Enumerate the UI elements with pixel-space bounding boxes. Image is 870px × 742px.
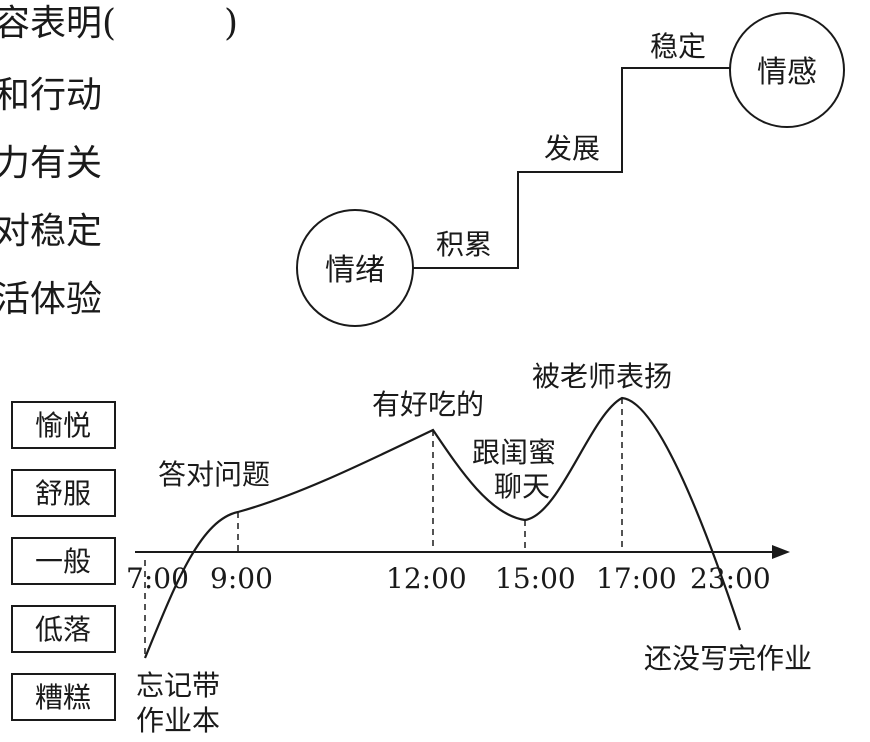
question-line-1: 容表明( ) bbox=[0, 3, 239, 44]
feeling-node-circle bbox=[729, 12, 845, 128]
emotion-node-label: 情绪 bbox=[325, 253, 385, 288]
mood-level-scale: 愉悦 舒服 一般 低落 糟糕 bbox=[11, 401, 116, 721]
time-label-17-00: 17:00 bbox=[596, 562, 677, 595]
event-teacher-praise: 被老师表扬 bbox=[532, 360, 672, 393]
question-line-2: 和行动 bbox=[0, 75, 103, 116]
step-stabilize: 稳定 bbox=[650, 30, 706, 63]
question-line-4: 对稳定 bbox=[0, 211, 103, 252]
event-chat-line-1: 跟闺蜜 bbox=[472, 436, 556, 469]
mood-timeline: 7:00 9:00 12:00 15:00 17:00 23:00 忘记带 作业… bbox=[126, 360, 812, 737]
event-forgot-line-2: 作业本 bbox=[136, 704, 220, 737]
mood-label-joyful: 愉悦 bbox=[35, 409, 91, 442]
event-answer-correct: 答对问题 bbox=[158, 458, 270, 491]
feeling-node-label: 情感 bbox=[757, 55, 817, 90]
event-forgot-line-1: 忘记带 bbox=[136, 669, 220, 702]
staircase-line bbox=[413, 67, 730, 269]
mood-curve bbox=[143, 396, 742, 659]
question-line-5: 活体验 bbox=[0, 279, 103, 320]
mood-box-terrible bbox=[11, 673, 116, 721]
mood-label-terrible: 糟糕 bbox=[35, 681, 91, 714]
staircase-diagram: 情绪 积累 发展 稳定 情感 bbox=[296, 12, 845, 327]
event-homework-unfinished: 还没写完作业 bbox=[644, 642, 812, 675]
mood-label-low: 低落 bbox=[35, 613, 91, 646]
question-line-3: 力有关 bbox=[0, 143, 103, 184]
mood-label-comfortable: 舒服 bbox=[35, 477, 91, 510]
mood-box-comfortable bbox=[11, 469, 116, 517]
step-develop: 发展 bbox=[544, 132, 600, 165]
time-label-9-00: 9:00 bbox=[210, 562, 273, 595]
event-chat-line-2: 聊天 bbox=[494, 470, 550, 503]
time-label-15-00: 15:00 bbox=[495, 562, 576, 595]
event-good-food: 有好吃的 bbox=[372, 388, 484, 421]
time-label-12-00: 12:00 bbox=[386, 562, 467, 595]
mood-label-neutral: 一般 bbox=[35, 545, 91, 578]
time-label-7-00: 7:00 bbox=[126, 562, 189, 595]
step-accumulate: 积累 bbox=[436, 228, 492, 261]
time-axis-arrow bbox=[772, 545, 790, 559]
mood-box-neutral bbox=[11, 537, 116, 585]
time-label-23-00: 23:00 bbox=[690, 562, 771, 595]
mood-box-low bbox=[11, 605, 116, 653]
mood-box-joyful bbox=[11, 401, 116, 449]
